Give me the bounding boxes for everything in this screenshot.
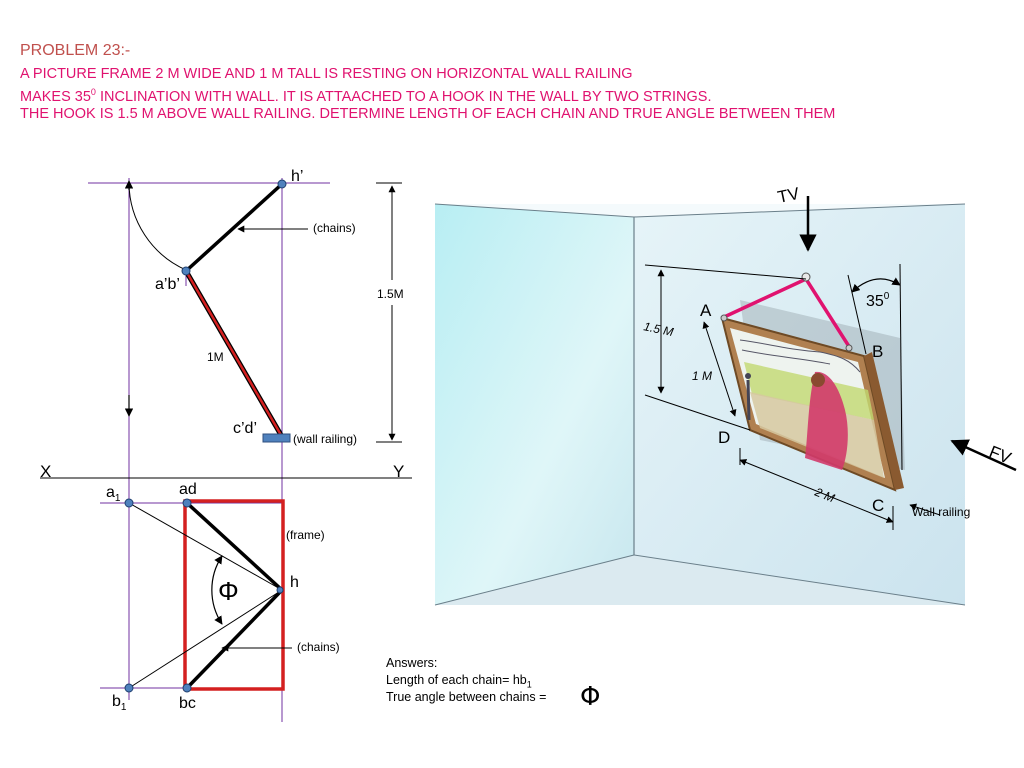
frame-label: (frame) — [286, 528, 325, 542]
label-b1: b1 — [112, 693, 127, 713]
problem-statement-line-3: THE HOOK IS 1.5 M ABOVE WALL RAILING. DE… — [20, 106, 836, 122]
corner-label-a: A — [700, 301, 712, 320]
top-view-label: TV — [776, 184, 802, 207]
corner-label-c: C — [872, 496, 884, 515]
front-view-label: FV — [987, 442, 1015, 468]
front-view-arrow — [950, 439, 1017, 472]
corner-label-b: B — [872, 342, 883, 361]
true-angle-arc — [211, 555, 223, 625]
problem-title: PROBLEM 23:- — [20, 42, 131, 59]
pictorial-1m-dimension — [702, 321, 737, 417]
pictorial-1-5m-label: 1.5 M — [642, 319, 674, 339]
problem-statement-line-1: A PICTURE FRAME 2 M WIDE AND 1 M TALL IS… — [20, 66, 633, 82]
corner-label-d: D — [718, 428, 730, 447]
y-label: Y — [393, 462, 404, 481]
pictorial-1m-label: 1 M — [692, 369, 712, 383]
point-h-prime — [277, 179, 287, 189]
answer-true-angle: True angle between chains = — [386, 690, 547, 704]
problem-statement-line-2: MAKES 350 INCLINATION WITH WALL. IT IS A… — [20, 87, 712, 105]
label-ad: ad — [179, 481, 197, 498]
orthographic-views: X Y 1.5M h’ a’b’ c’d’ 1M (wall railing) … — [40, 168, 412, 722]
x-label: X — [40, 462, 51, 481]
wall-railing-label: (wall railing) — [293, 432, 357, 446]
answers-heading: Answers: — [386, 656, 438, 670]
inclination-angle-arc — [851, 277, 901, 293]
point-b1 — [124, 683, 134, 693]
true-length-line-a1 — [128, 502, 283, 591]
answer-phi-symbol: Φ — [580, 682, 601, 712]
label-h: h — [290, 574, 299, 591]
chain-top-view-2 — [185, 588, 284, 690]
point-a1 — [124, 498, 134, 508]
point-ab-prime — [181, 266, 191, 276]
true-length-line-b1 — [128, 589, 283, 689]
picture-figure — [805, 371, 848, 470]
point-bc — [182, 683, 192, 693]
chains-label-bottom: (chains) — [297, 640, 340, 654]
chains-label-top: (chains) — [313, 221, 356, 235]
rotation-arc — [128, 182, 187, 271]
label-ab-prime: a’b’ — [155, 276, 180, 293]
frame-edge-front-view — [184, 270, 283, 436]
pictorial-view: 1.5 M 1 M 2 M 350 A B D C Wall railing T… — [434, 184, 1017, 606]
label-a1: a1 — [106, 484, 121, 504]
point-h — [276, 586, 284, 594]
chain-top-view-1 — [185, 501, 284, 592]
dimension-1m-label: 1M — [207, 350, 224, 364]
label-bc: bc — [179, 695, 196, 712]
pictorial-2m-dimension — [739, 459, 894, 523]
point-ad — [182, 498, 192, 508]
dimension-1-5m-label: 1.5M — [377, 287, 404, 301]
phi-symbol: Φ — [218, 576, 239, 606]
pictorial-wall-railing-label: Wall railing — [912, 505, 970, 519]
inclination-angle-label: 350 — [866, 291, 890, 310]
frame-top-view — [183, 499, 285, 691]
floor — [435, 555, 965, 605]
chain-front-view — [184, 182, 284, 273]
label-h-prime: h’ — [291, 168, 303, 185]
side-wall — [435, 204, 634, 605]
label-cd-prime: c’d’ — [233, 420, 257, 437]
answer-chain-length: Length of each chain= hb1 — [386, 673, 532, 690]
hook — [801, 272, 811, 282]
wall-railing-block — [262, 433, 291, 443]
